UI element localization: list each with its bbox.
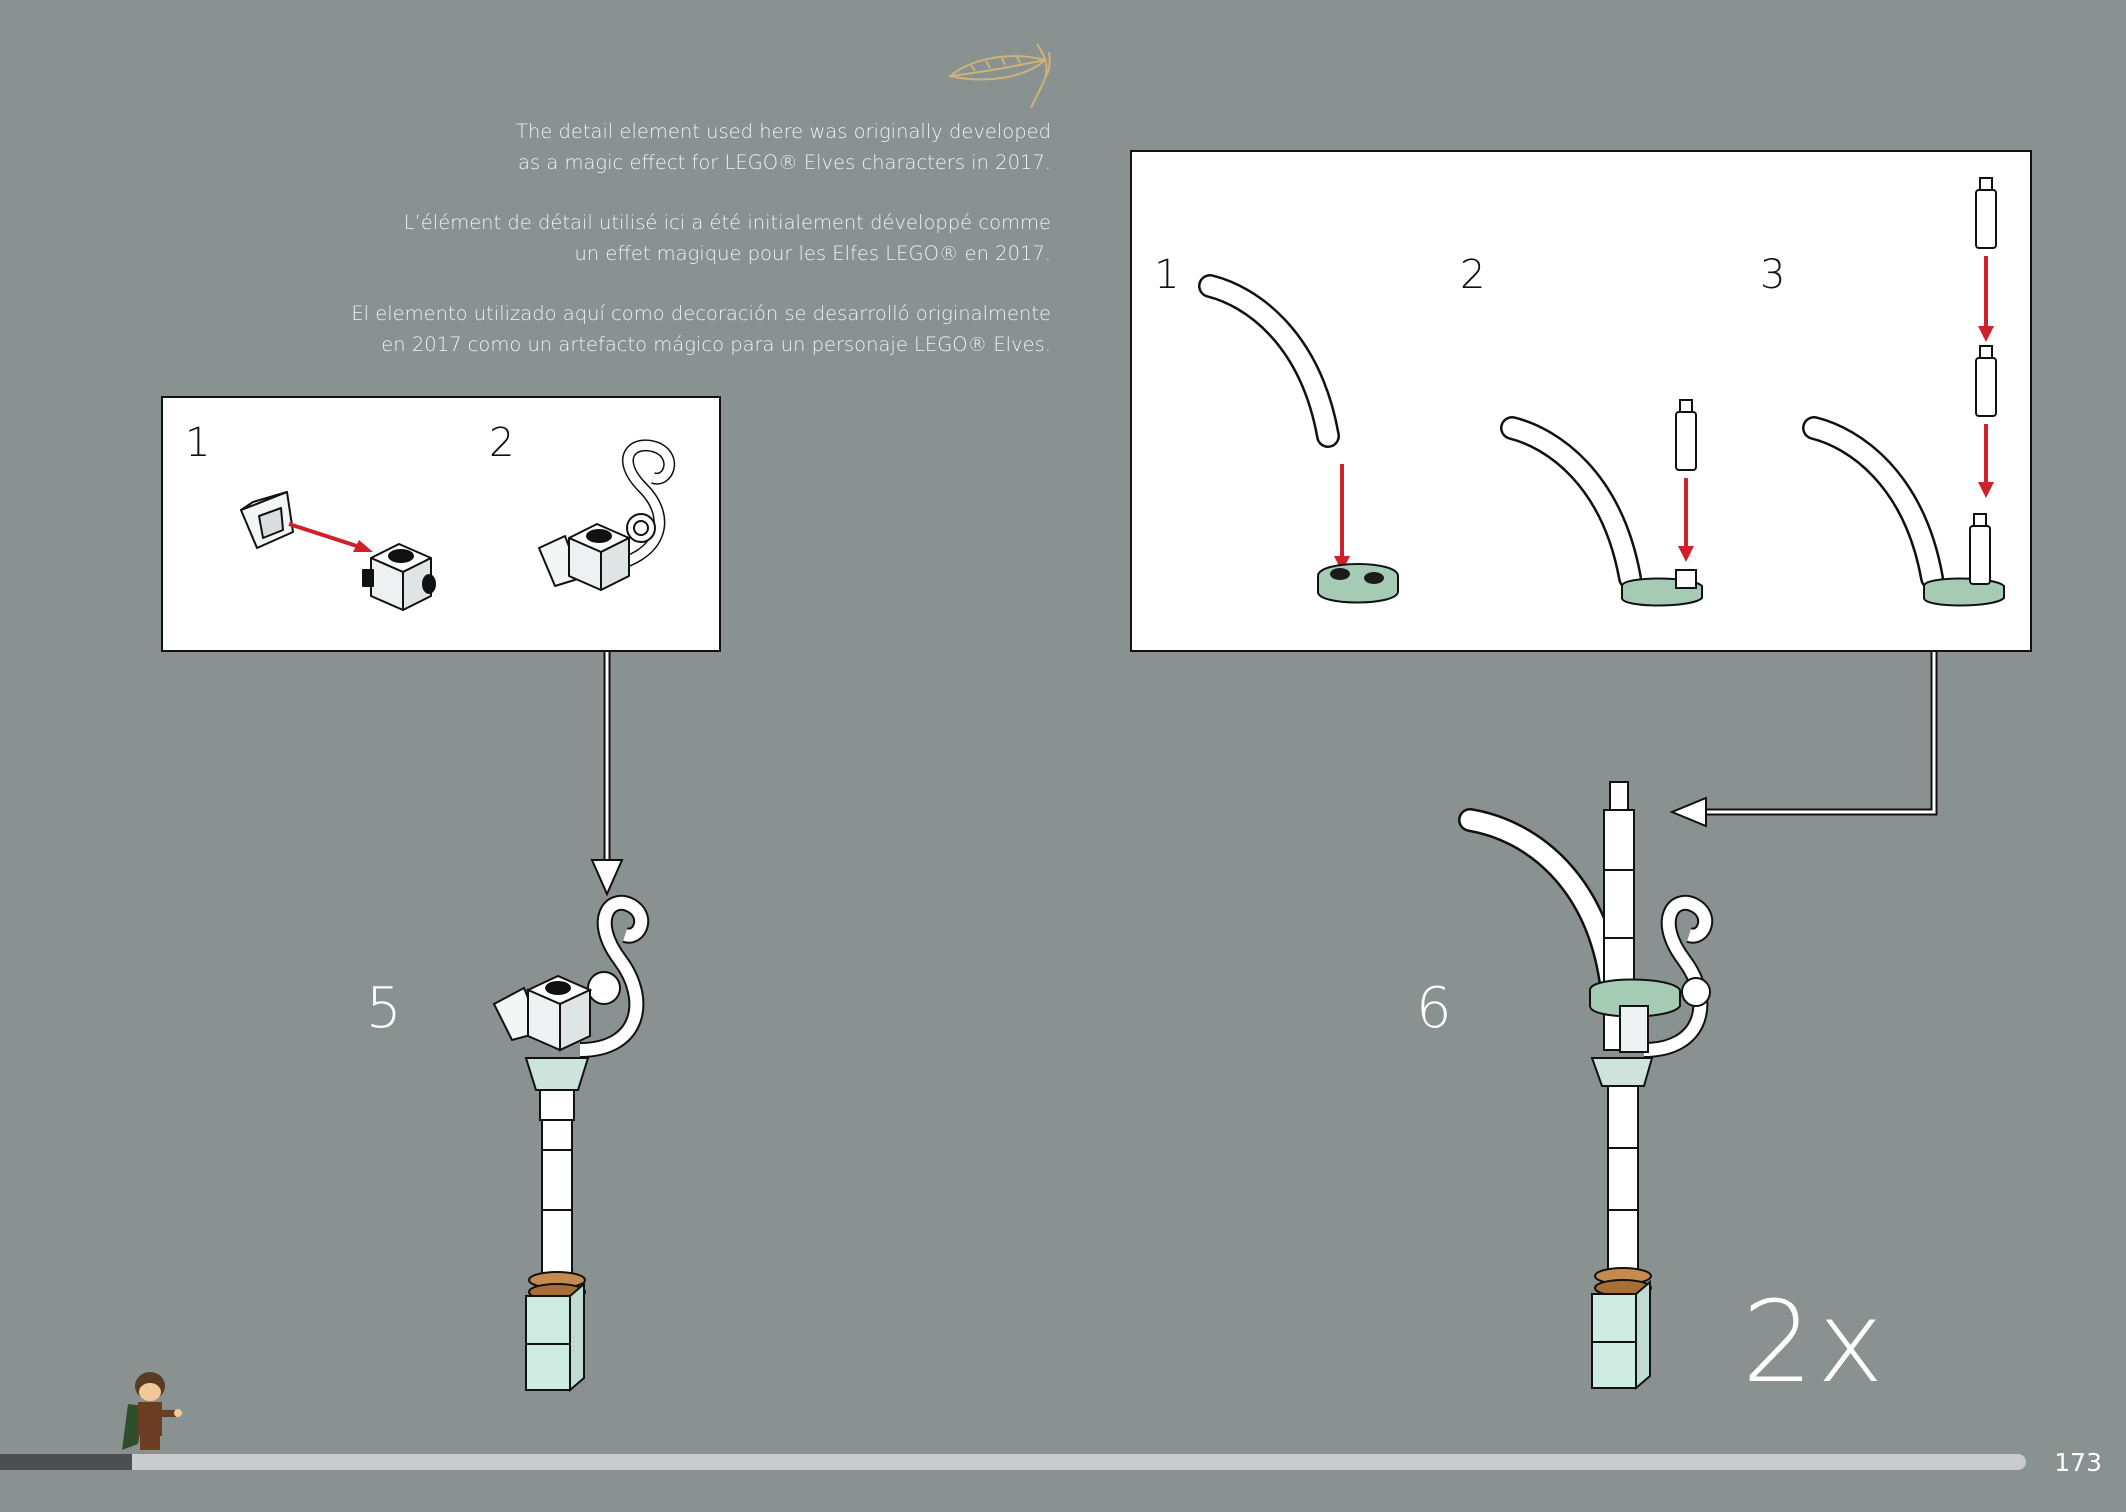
sub-assembly-callout-right: 1 2 3	[1130, 150, 2032, 652]
note-en-line-2: as a magic effect for LEGO® Elves charac…	[518, 150, 1051, 174]
build-quantity-multiplier: 2x	[1742, 1278, 1888, 1408]
note-fr-line-2: un effet magique pour les Elfes LEGO® en…	[574, 241, 1051, 265]
sub-assembly-callout-left: 1 2	[161, 396, 721, 652]
callout-left-illustrations	[240, 439, 676, 611]
trilingual-note-es: El elemento utilizado aquí como decoraci…	[351, 299, 1051, 360]
callout-left-step-1: 1	[185, 420, 211, 466]
elven-leaf-emblem-icon	[947, 43, 1051, 109]
step-number-6: 6	[1416, 976, 1452, 1041]
progress-fill	[0, 1454, 132, 1470]
callout-right-step-3: 3	[1760, 252, 1786, 298]
page-number: 173	[2054, 1448, 2102, 1477]
progress-bar	[0, 1454, 2026, 1470]
red-assembly-arrow	[288, 522, 364, 550]
slope-brick-part	[240, 491, 294, 549]
lamp-post-step-5-model	[492, 894, 650, 1393]
note-es-line-2: en 2017 como un artefacto mágico para un…	[381, 332, 1051, 356]
trilingual-note-fr: L’élément de détail utilisé ici a été in…	[404, 208, 1051, 269]
trilingual-note: The detail element used here was origina…	[516, 117, 1051, 178]
callout-right-step-2: 2	[1460, 252, 1486, 298]
callout-right-step-1: 1	[1154, 252, 1180, 298]
step-number-5: 5	[366, 976, 402, 1041]
assembled-swirl-part	[538, 439, 676, 591]
note-fr-line-1: L’élément de détail utilisé ici a été in…	[403, 211, 1051, 234]
progress-track	[0, 1454, 2026, 1470]
callout-left-step-2: 2	[489, 420, 515, 466]
note-es-line-1: El elemento utilizado aquí como decoraci…	[351, 302, 1051, 325]
lamp-post-step-6-model	[1458, 781, 1714, 1391]
callout-right-illustrations	[1132, 177, 2005, 607]
headlight-brick-part	[362, 543, 436, 611]
frodo-minifigure-icon	[122, 1372, 182, 1450]
note-en-line-1: The detail element used here was origina…	[516, 120, 1051, 143]
